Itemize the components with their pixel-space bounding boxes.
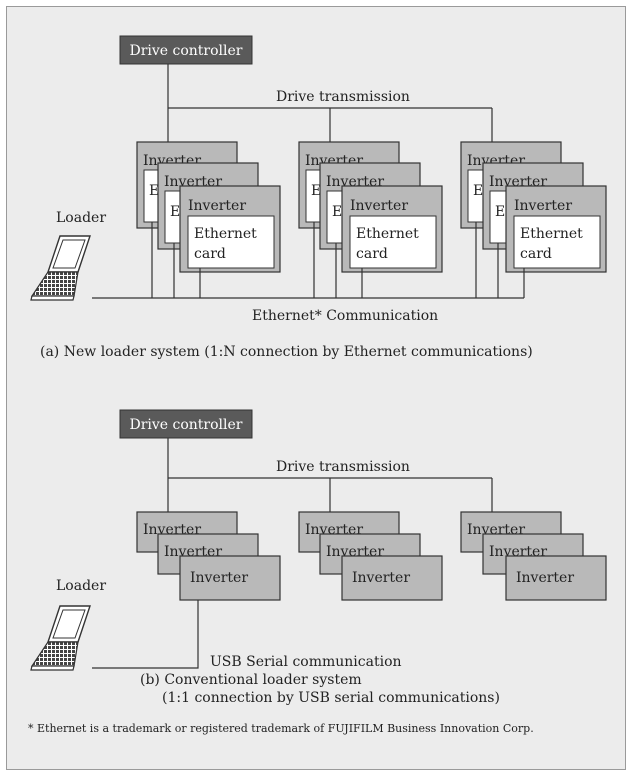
drive-transmission-label-a: Drive transmission [276, 89, 410, 105]
card-label: card [356, 246, 388, 262]
drive-controller-label-b: Drive controller [129, 417, 242, 433]
drive-controller-label-a: Drive controller [129, 43, 242, 59]
section-b: Drive controller Drive transmission Inve… [30, 409, 607, 706]
inverter-label: Inverter [350, 198, 408, 214]
loader-label-a: Loader [56, 210, 106, 226]
caption-b-line2: (1:1 connection by USB serial communicat… [162, 690, 500, 706]
laptop-icon [30, 235, 91, 301]
ethernet-card [187, 215, 275, 269]
card-label: card [520, 246, 552, 262]
ethernet-card [349, 215, 437, 269]
inverter-group-b3: Inverter Inverter Inverter [460, 511, 607, 601]
card-label: Ethernet [356, 226, 419, 242]
inverter-box [179, 555, 281, 601]
usb-serial-label: USB Serial communication [210, 654, 402, 670]
usb-connection [92, 600, 199, 669]
card-label: Ethernet [194, 226, 257, 242]
ethernet-communication-label: Ethernet* Communication [252, 308, 438, 324]
inverter-group-b1: Inverter Inverter Inverter [136, 511, 281, 601]
inverter-group-a1: Inverter Ethernet Inverter Ethernet Inve… [136, 141, 281, 273]
inverter-group-a3: Inverter Ethernet Inverter Ethernet Inve… [460, 141, 607, 273]
inverter-group-b2: Inverter Inverter Inverter [298, 511, 443, 601]
loader-label-b: Loader [56, 578, 106, 594]
drive-controller-box-a [119, 35, 253, 65]
drive-transmission-label-b: Drive transmission [276, 459, 410, 475]
laptop-icon [30, 605, 91, 671]
inverter-box [341, 555, 443, 601]
inverter-label: Inverter [514, 198, 572, 214]
figure-panel [6, 6, 626, 770]
section-a: Drive controller Drive transmission Inve… [30, 35, 607, 360]
inverter-label: Inverter [352, 570, 410, 586]
inverter-label: Inverter [190, 570, 248, 586]
caption-a: (a) New loader system (1:N connection by… [40, 344, 533, 360]
drive-controller-box-b [119, 409, 253, 439]
card-label: card [194, 246, 226, 262]
ethernet-card [513, 215, 601, 269]
trademark-footnote: * Ethernet is a trademark or registered … [28, 722, 534, 735]
ethernet-network-a [92, 222, 525, 299]
drive-transmission-bus-b [167, 438, 493, 512]
card-label: Ethernet [520, 226, 583, 242]
inverter-label: Inverter [188, 198, 246, 214]
inverter-group-a2: Inverter Ethernet Inverter Ethernet Inve… [298, 141, 443, 273]
caption-b-line1: (b) Conventional loader system [140, 672, 362, 688]
inverter-label: Inverter [516, 570, 574, 586]
drive-transmission-bus-a [167, 64, 493, 142]
inverter-box [505, 555, 607, 601]
